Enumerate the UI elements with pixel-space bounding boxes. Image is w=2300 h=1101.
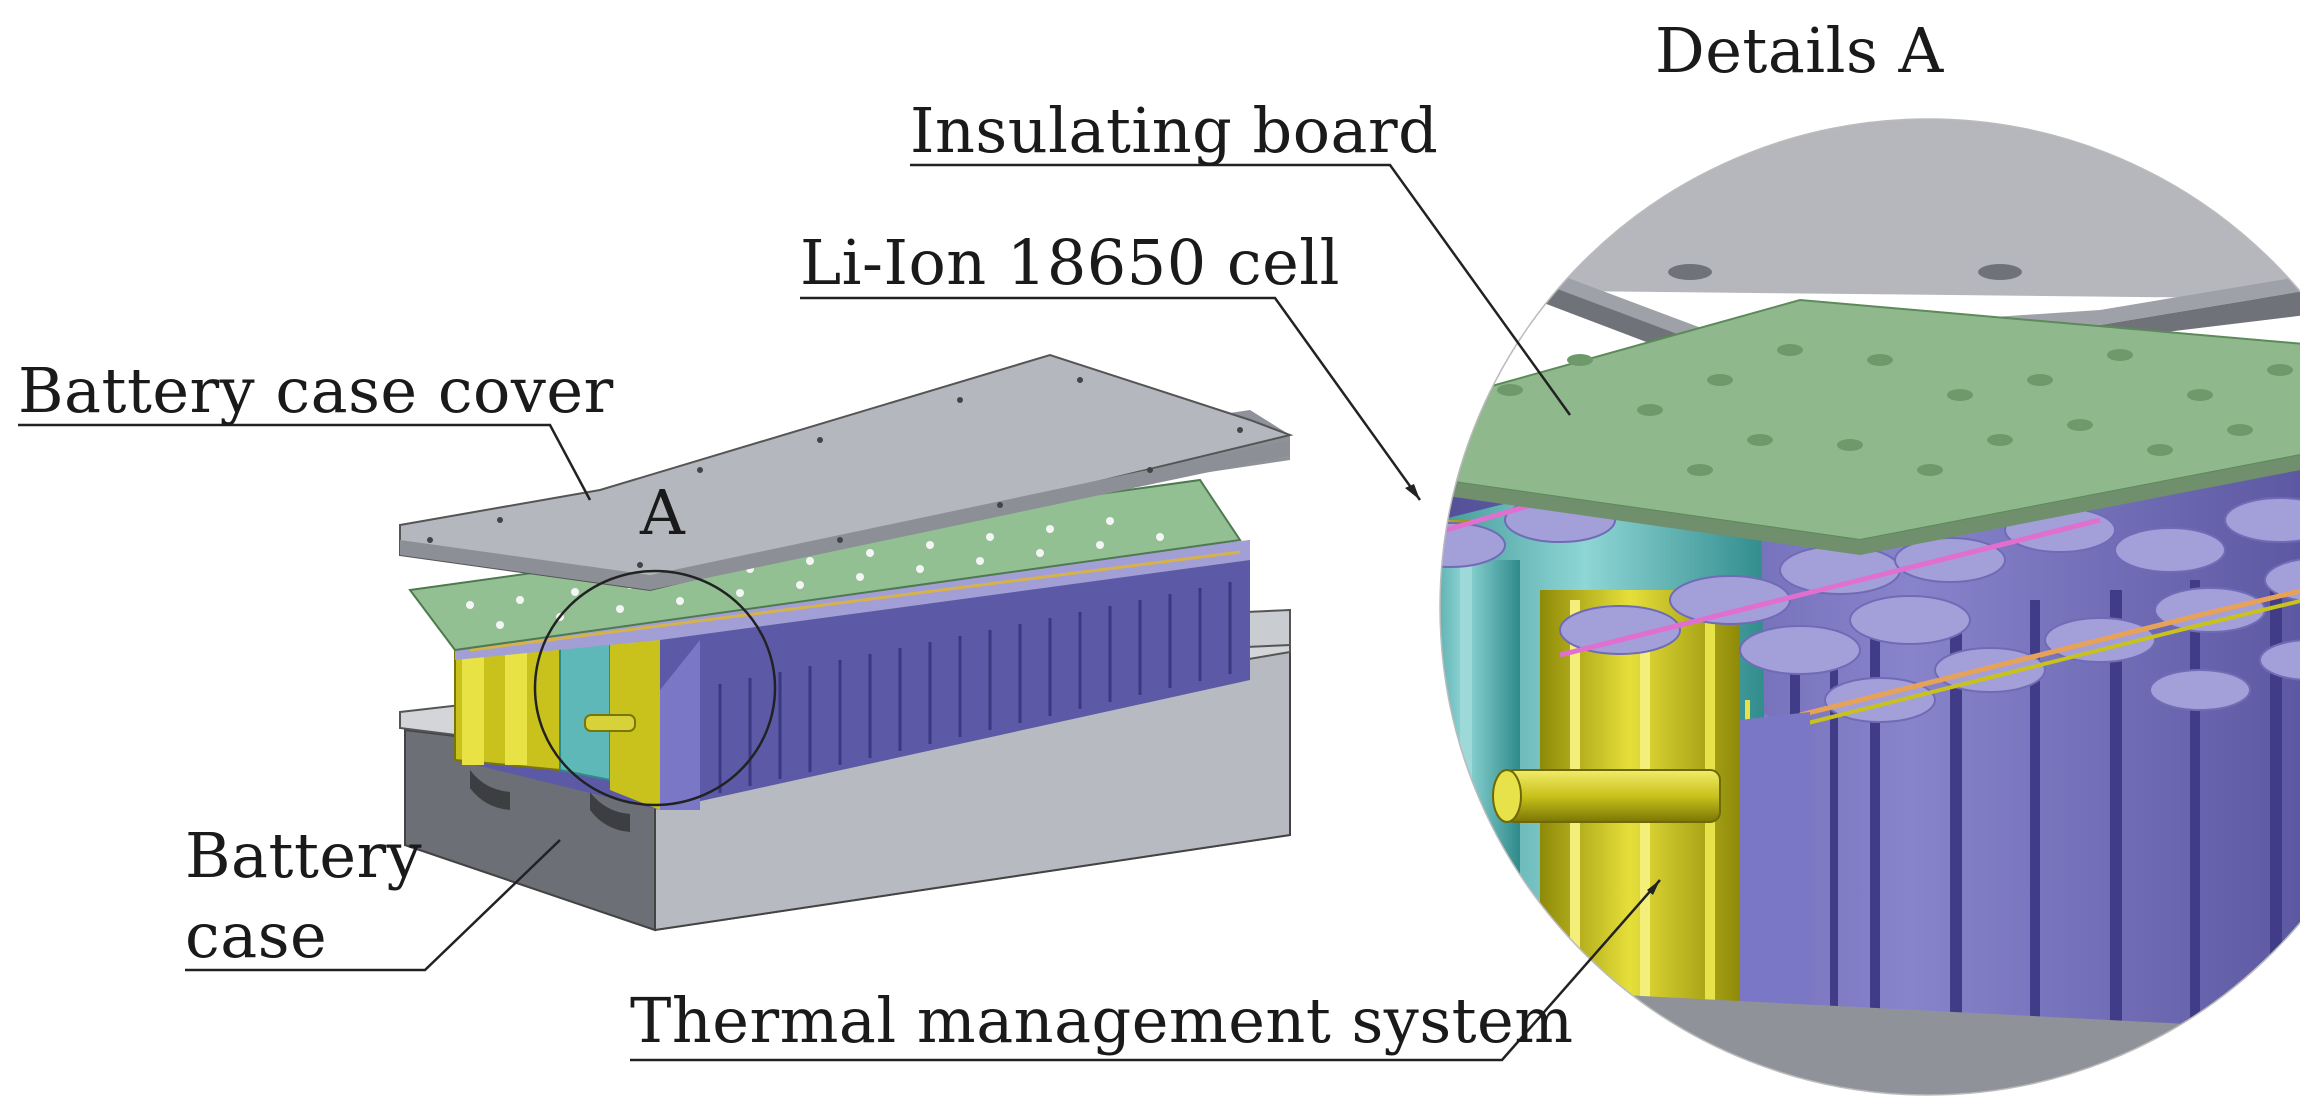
cover-label: Battery case cover — [18, 354, 614, 427]
insulating-board-label: Insulating board — [910, 94, 1439, 167]
case-label-line1: Battery — [185, 819, 423, 892]
detail-a-circle — [1440, 119, 2300, 1095]
leader-cell — [800, 296, 1422, 501]
detail-marker-circle — [533, 569, 777, 807]
cell-label: Li-Ion 18650 cell — [800, 226, 1340, 299]
cell-stack — [454, 540, 1250, 810]
battery-case-cover — [399, 353, 1294, 592]
leader-thermal — [630, 879, 1661, 1062]
details-a-title: Details A — [1655, 14, 1944, 87]
thermal-label: Thermal management system — [630, 984, 1574, 1057]
leader-arrowheads — [1405, 484, 1660, 895]
leader-lines — [18, 163, 1661, 1062]
marker-a-label: A — [640, 476, 686, 549]
case-label-line2: case — [185, 899, 328, 972]
leader-insulating-board — [910, 163, 1572, 416]
leader-cover — [18, 423, 592, 501]
leader-case — [185, 839, 561, 972]
detail-circle-outline — [1439, 118, 2300, 1096]
